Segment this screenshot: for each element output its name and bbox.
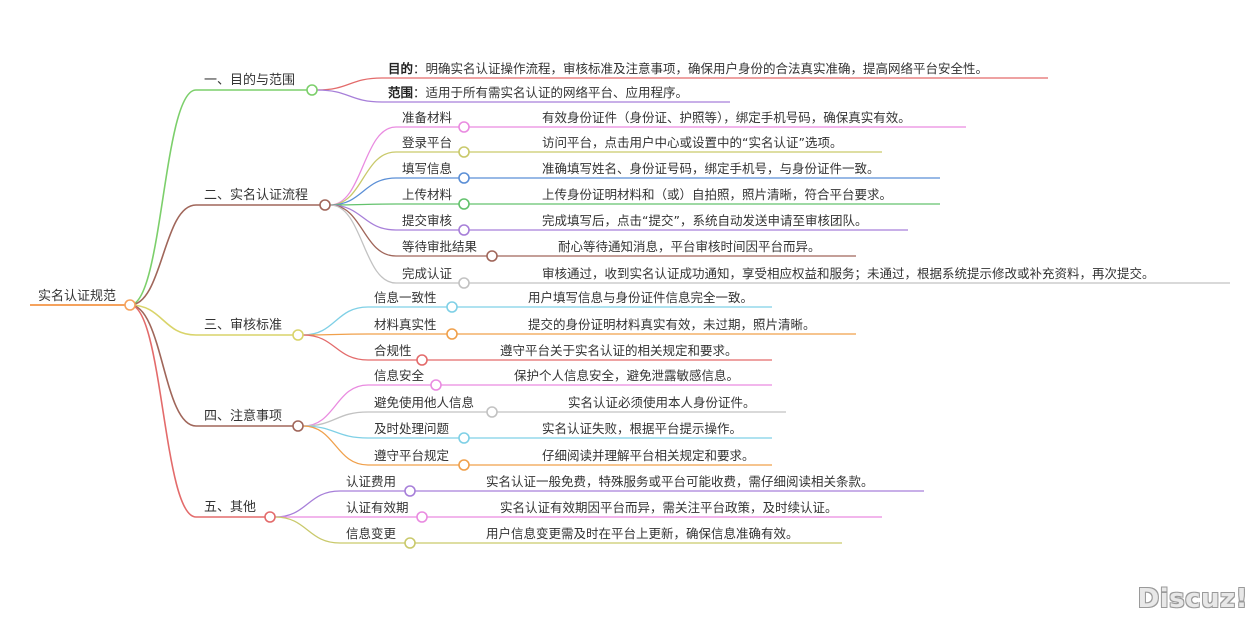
branch-line [129, 304, 197, 336]
item-label: 认证有效期 [346, 500, 409, 515]
item-label: 信息安全 [374, 368, 425, 383]
item-node [458, 432, 470, 444]
section-node [264, 511, 276, 523]
item-label: 完成认证 [402, 266, 453, 281]
item-label: 合规性 [374, 343, 412, 358]
item-branch-line [302, 306, 369, 336]
item-node [486, 406, 498, 418]
item-description: 用户信息变更需及时在平台上更新，确保信息准确有效。 [486, 526, 799, 541]
section-node [292, 420, 304, 432]
item-description: 审核通过，收到实名认证成功通知，享受相应权益和服务；未通过，根据系统提示修改或补… [542, 266, 1155, 281]
item-description: 保护个人信息安全，避免泄露敏感信息。 [514, 368, 739, 383]
item-description: 遵守平台关于实名认证的相关规定和要求。 [500, 343, 738, 358]
item-branch-line [329, 126, 397, 206]
item-label: 上传材料 [402, 187, 453, 202]
item-description: 仔细阅读并理解平台相关规定和要求。 [542, 448, 755, 463]
item-description: 实名认证失败，根据平台提示操作。 [542, 421, 742, 436]
item-description: 用户填写信息与身份证件信息完全一致。 [528, 290, 753, 305]
section-label: 二、实名认证流程 [204, 187, 308, 203]
branch-line [129, 204, 197, 306]
item-branch-line [329, 204, 397, 231]
item-branch-line [274, 490, 341, 518]
item-description: 实名认证一般免费，特殊服务或平台可能收费，需仔细阅读相关条款。 [486, 474, 874, 489]
root-topic: 实名认证规范 [38, 288, 116, 304]
item-description: 完成填写后，点击“提交”，系统自动发送申请至审核团队。 [542, 213, 867, 228]
item-node [458, 277, 470, 289]
item-label: 遵守平台规定 [374, 448, 449, 463]
item-description: 有效身份证件（身份证、护照等），绑定手机号码，确保真实有效。 [542, 110, 911, 125]
item-description: 耐心等待通知消息，平台审核时间因平台而异。 [558, 239, 821, 254]
item-description: 提交的身份证明材料真实有效，未过期，照片清晰。 [528, 317, 816, 332]
section-label: 五、其他 [204, 500, 256, 515]
item-label: 等待审批结果 [402, 239, 478, 254]
item-label: 认证费用 [346, 474, 396, 489]
item-description: 实名认证有效期因平台而异，需关注平台政策，及时续认证。 [500, 500, 838, 515]
item-title: 范围 [388, 85, 413, 100]
item-branch-line [302, 425, 369, 466]
item-branch-line [329, 204, 397, 257]
item-branch-line [302, 411, 369, 427]
item-label: 信息变更 [346, 526, 397, 541]
item-node [404, 485, 416, 497]
item-description: 实名认证必须使用本人身份证件。 [568, 395, 756, 410]
item-description-text: ：适用于所有需实名认证的网络平台、应用程序。 [413, 85, 688, 100]
section-node [292, 329, 304, 341]
section-node [319, 199, 331, 211]
section-label: 一、目的与范围 [204, 72, 295, 88]
item-node [446, 328, 458, 340]
section-node [306, 84, 318, 96]
item-label: 避免使用他人信息 [374, 395, 474, 410]
item-branch-line [274, 516, 341, 544]
item-description: 范围：适用于所有需实名认证的网络平台、应用程序。 [388, 85, 688, 100]
item-node [458, 146, 470, 158]
item-branch-line [329, 204, 397, 284]
item-node [458, 172, 470, 184]
discuz-watermark: Discuz! [1137, 584, 1248, 614]
branch-line [129, 89, 197, 306]
item-description: 访问平台，点击用户中心或设置中的“实名认证”选项。 [542, 135, 842, 150]
item-title: 目的 [388, 61, 413, 76]
item-node [458, 459, 470, 471]
item-branch-line [316, 77, 383, 91]
item-branch-line [302, 384, 369, 427]
item-node [458, 198, 470, 210]
item-branch-line [329, 151, 397, 206]
item-node [458, 121, 470, 133]
item-label: 信息一致性 [374, 290, 437, 305]
item-description: 目的：明确实名认证操作流程，审核标准及注意事项，确保用户身份的合法真实准确，提高… [388, 61, 988, 76]
item-label: 材料真实性 [374, 317, 437, 332]
item-label: 准备材料 [402, 110, 453, 125]
item-label: 登录平台 [402, 135, 452, 150]
item-node [458, 224, 470, 236]
item-description: 上传身份证明材料和（或）自拍照，照片清晰，符合平台要求。 [542, 187, 892, 202]
branch-line [129, 304, 197, 518]
item-node [416, 511, 428, 523]
item-label: 及时处理问题 [374, 421, 450, 436]
section-label: 三、审核标准 [204, 318, 282, 333]
item-branch-line [302, 334, 369, 361]
branch-line [129, 304, 197, 427]
root-node [124, 299, 136, 311]
item-branch-line [316, 89, 383, 103]
item-label: 填写信息 [402, 161, 452, 176]
item-node [416, 354, 428, 366]
item-branch-line [329, 177, 397, 206]
item-node [486, 250, 498, 262]
item-node [404, 537, 416, 549]
item-node [446, 301, 458, 313]
item-label: 提交审核 [402, 213, 453, 228]
item-node [430, 379, 442, 391]
section-label: 四、注意事项 [204, 408, 282, 424]
item-description-text: ：明确实名认证操作流程，审核标准及注意事项，确保用户身份的合法真实准确，提高网络… [413, 61, 988, 76]
item-description: 准确填写姓名、身份证号码，绑定手机号，与身份证件一致。 [542, 161, 880, 176]
